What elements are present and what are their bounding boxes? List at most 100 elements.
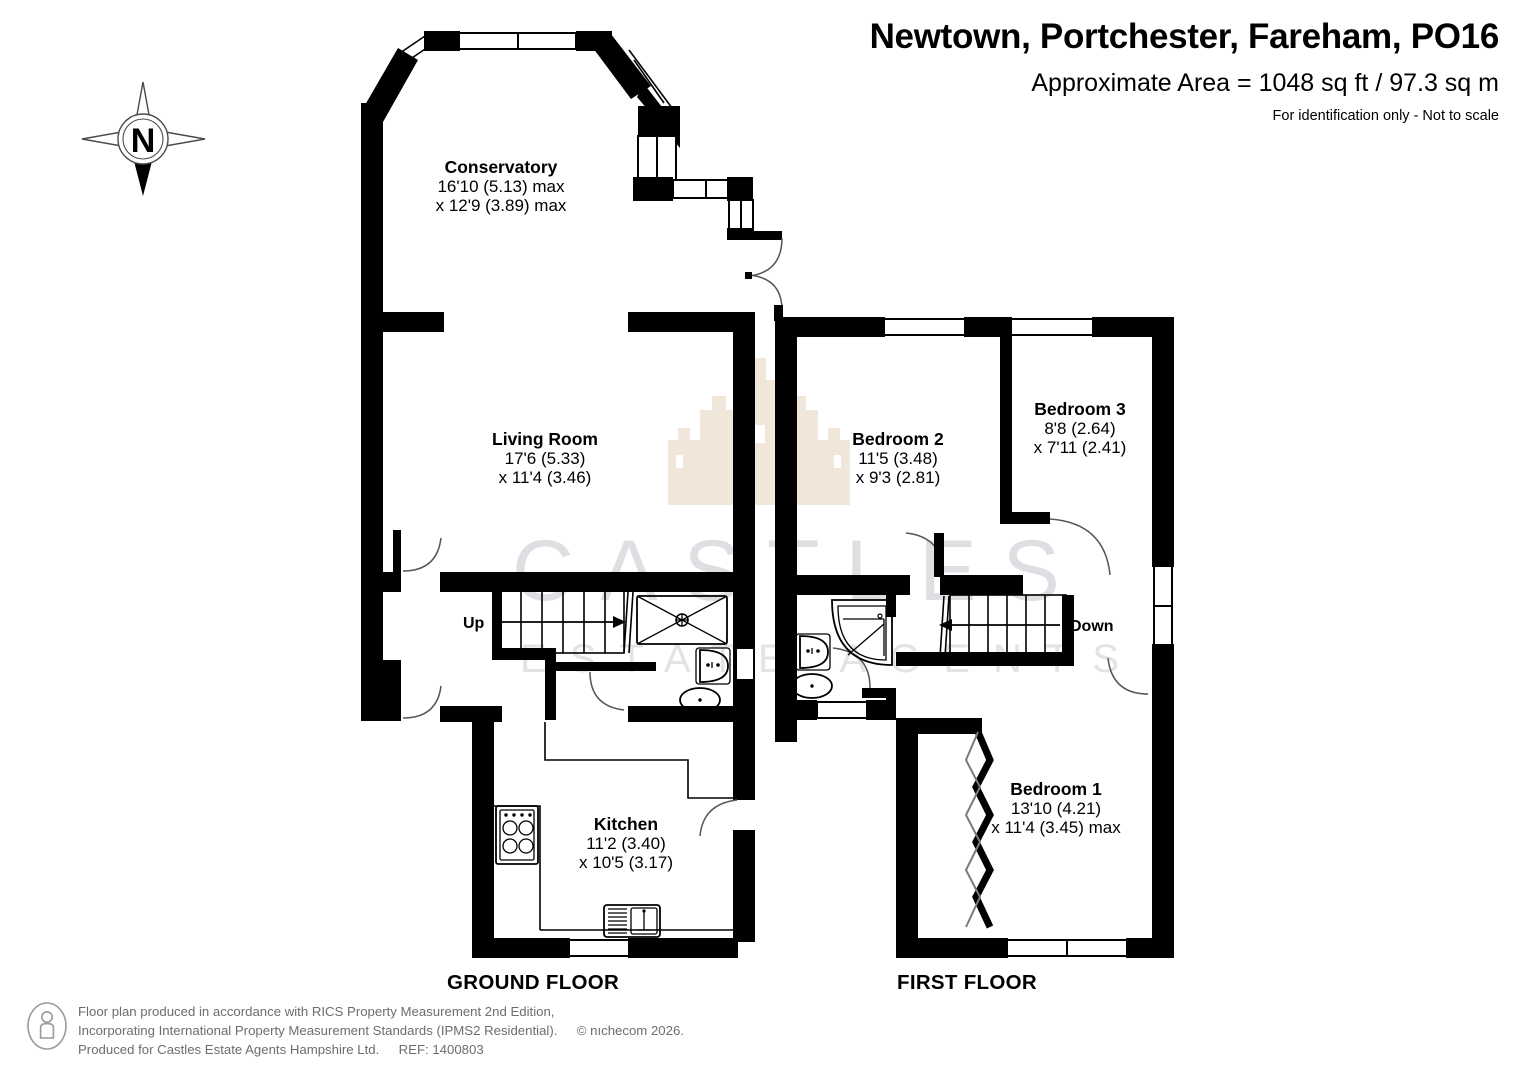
wall-first-top-2: [964, 317, 1012, 337]
window-bedroom3-top: [1010, 318, 1094, 336]
wall-bath-bottom-left: [775, 700, 817, 720]
wall-conservatory-jog: [633, 177, 673, 201]
washbasin-fixture: [695, 647, 731, 685]
svg-text:Living Room: Living Room: [492, 429, 598, 449]
wall-bed1-top: [896, 718, 982, 734]
chimney-breast-zigzag: [964, 730, 994, 929]
wall-stair-first-right: [1062, 595, 1074, 657]
watermark-line-1: CASTLES: [512, 523, 1086, 619]
wall-hall-left: [545, 660, 555, 720]
window-conservatory-top-2: [517, 32, 577, 50]
room-label-bedroom3: Bedroom 3 8'8 (2.64) x 7'11 (2.41): [1034, 399, 1127, 457]
compass-rose-icon: N: [81, 81, 206, 196]
room-label-kitchen: Kitchen 11'2 (3.40) x 10'5 (3.17): [579, 814, 673, 872]
wall-conservatory-e-block: [638, 106, 680, 136]
wall-kitchen-right-lower: [733, 830, 755, 942]
wall-bed2-bottom-left: [775, 575, 910, 595]
wall-stair-left: [492, 572, 502, 654]
disclaimer-text: For identification only - Not to scale: [1272, 107, 1499, 124]
window-landing-1: [1153, 565, 1173, 607]
wall-bed3-door-head: [1000, 512, 1050, 524]
castle-logo-icon: [668, 358, 850, 505]
wall-stair-first-left: [896, 575, 910, 595]
kitchen-worktop-top: [544, 722, 735, 799]
stairs-down-arrow: [939, 619, 1060, 631]
door-swing-kitchen: [699, 799, 738, 837]
svg-text:x 11'4 (3.45) max: x 11'4 (3.45) max: [991, 818, 1121, 837]
wall-bed2-bottom-right: [940, 575, 1023, 595]
stairs-handrail: [623, 591, 634, 654]
footer-line-1: Floor plan produced in accordance with R…: [78, 1004, 555, 1019]
wall-ground-left-lower: [361, 660, 401, 721]
wall-kitchen-right-upper: [733, 722, 755, 800]
window-conservatory-east-2: [656, 135, 677, 181]
door-swing-bathroom-first: [832, 647, 871, 689]
door-jamb-living-upper: [393, 530, 401, 576]
window-bathroom: [735, 647, 755, 681]
svg-text:x 9'3 (2.81): x 9'3 (2.81): [856, 468, 941, 487]
kitchen-sink-fixture: [603, 904, 661, 938]
wall-kitchen-left: [472, 718, 494, 956]
ground-floor-plan: Up: [361, 31, 783, 958]
first-floor-plan: Down Bedroom 2 11'5 (3.48) x 9'3 (2.81) …: [775, 317, 1174, 958]
stairs-first-handrail: [939, 595, 950, 658]
svg-text:17'6 (5.33): 17'6 (5.33): [505, 449, 586, 468]
wall-bath-right: [886, 688, 896, 720]
cooker-hob-fixture: [495, 805, 539, 865]
wall-conservatory-top-left: [424, 31, 460, 51]
svg-text:x 11'4 (3.46): x 11'4 (3.46): [499, 468, 592, 487]
wall-stair-base: [492, 648, 554, 660]
compass-north-label: N: [131, 122, 156, 160]
door-jamb-french: [745, 272, 752, 279]
svg-text:11'2 (3.40): 11'2 (3.40): [586, 834, 665, 853]
wall-kitchen-bottom-right: [628, 938, 738, 958]
wall-bed1-bottom-right: [1126, 938, 1174, 958]
page-title: Newtown, Portchester, Fareham, PO16: [869, 17, 1500, 56]
header: Newtown, Portchester, Fareham, PO16 Appr…: [869, 17, 1500, 124]
wall-first-right-lower: [1152, 690, 1174, 958]
window-conservatory-east-1: [637, 135, 658, 181]
room-label-bedroom2: Bedroom 2 11'5 (3.48) x 9'3 (2.81): [852, 429, 944, 487]
wall-first-right-mid: [1152, 644, 1174, 694]
room-label-bedroom1: Bedroom 1 13'10 (4.21) x 11'4 (3.45) max: [991, 779, 1121, 837]
svg-text:Bedroom 1: Bedroom 1: [1010, 779, 1102, 799]
wall-french-door-foot: [774, 305, 783, 321]
wall-conservatory-divider-right: [628, 312, 753, 332]
wall-bed1-bottom-left: [896, 938, 1008, 958]
svg-text:Conservatory: Conservatory: [445, 157, 558, 177]
shower-enclosure-fixture: [831, 599, 893, 666]
washbasin-fixture-first: [795, 633, 831, 671]
wall-french-door-head: [745, 231, 782, 240]
stairs-up-arrow: [500, 616, 626, 628]
door-swing-french-lower: [748, 274, 783, 311]
wall-bed1-left: [896, 718, 918, 958]
wall-living-bottom-right: [440, 572, 735, 592]
wall-bed2-bed3-divider: [1000, 337, 1012, 523]
window-bathroom-first: [816, 701, 868, 719]
window-bedroom1-1: [1006, 939, 1068, 957]
svg-text:Bedroom 2: Bedroom 2: [852, 429, 944, 449]
wall-bath-right-upper: [886, 595, 896, 617]
bathtub-fixture: [636, 595, 728, 645]
window-kitchen: [568, 939, 630, 957]
wall-conservatory-divider-left: [361, 312, 444, 332]
footer-line-2a: Incorporating International Property Mea…: [78, 1023, 558, 1039]
wall-first-top-1: [775, 317, 885, 337]
wall-bath-door-head: [862, 688, 896, 698]
wall-first-right-upper: [1152, 317, 1174, 567]
door-swing-hall-kitchen: [589, 671, 625, 711]
wall-conservatory-nw-angle: [361, 48, 418, 122]
stairs-up-label: Up: [463, 615, 485, 632]
wall-airing-cupboard: [775, 595, 787, 637]
wall-kitchen-topleft: [472, 706, 502, 722]
door-jamb-bedroom2: [934, 533, 944, 577]
door-swing-bedroom1: [1107, 657, 1149, 695]
ground-floor-caption: GROUND FLOOR: [447, 971, 620, 994]
door-swing-living-upper: [402, 537, 442, 572]
wall-first-left: [775, 317, 797, 742]
svg-text:x 10'5 (3.17): x 10'5 (3.17): [579, 853, 673, 872]
wall-hall-bottom: [628, 706, 736, 722]
svg-text:16'10 (5.13) max: 16'10 (5.13) max: [437, 177, 565, 196]
footer-copyright: © nıchecom 2026.: [576, 1023, 684, 1039]
svg-text:8'8 (2.64): 8'8 (2.64): [1044, 419, 1115, 438]
